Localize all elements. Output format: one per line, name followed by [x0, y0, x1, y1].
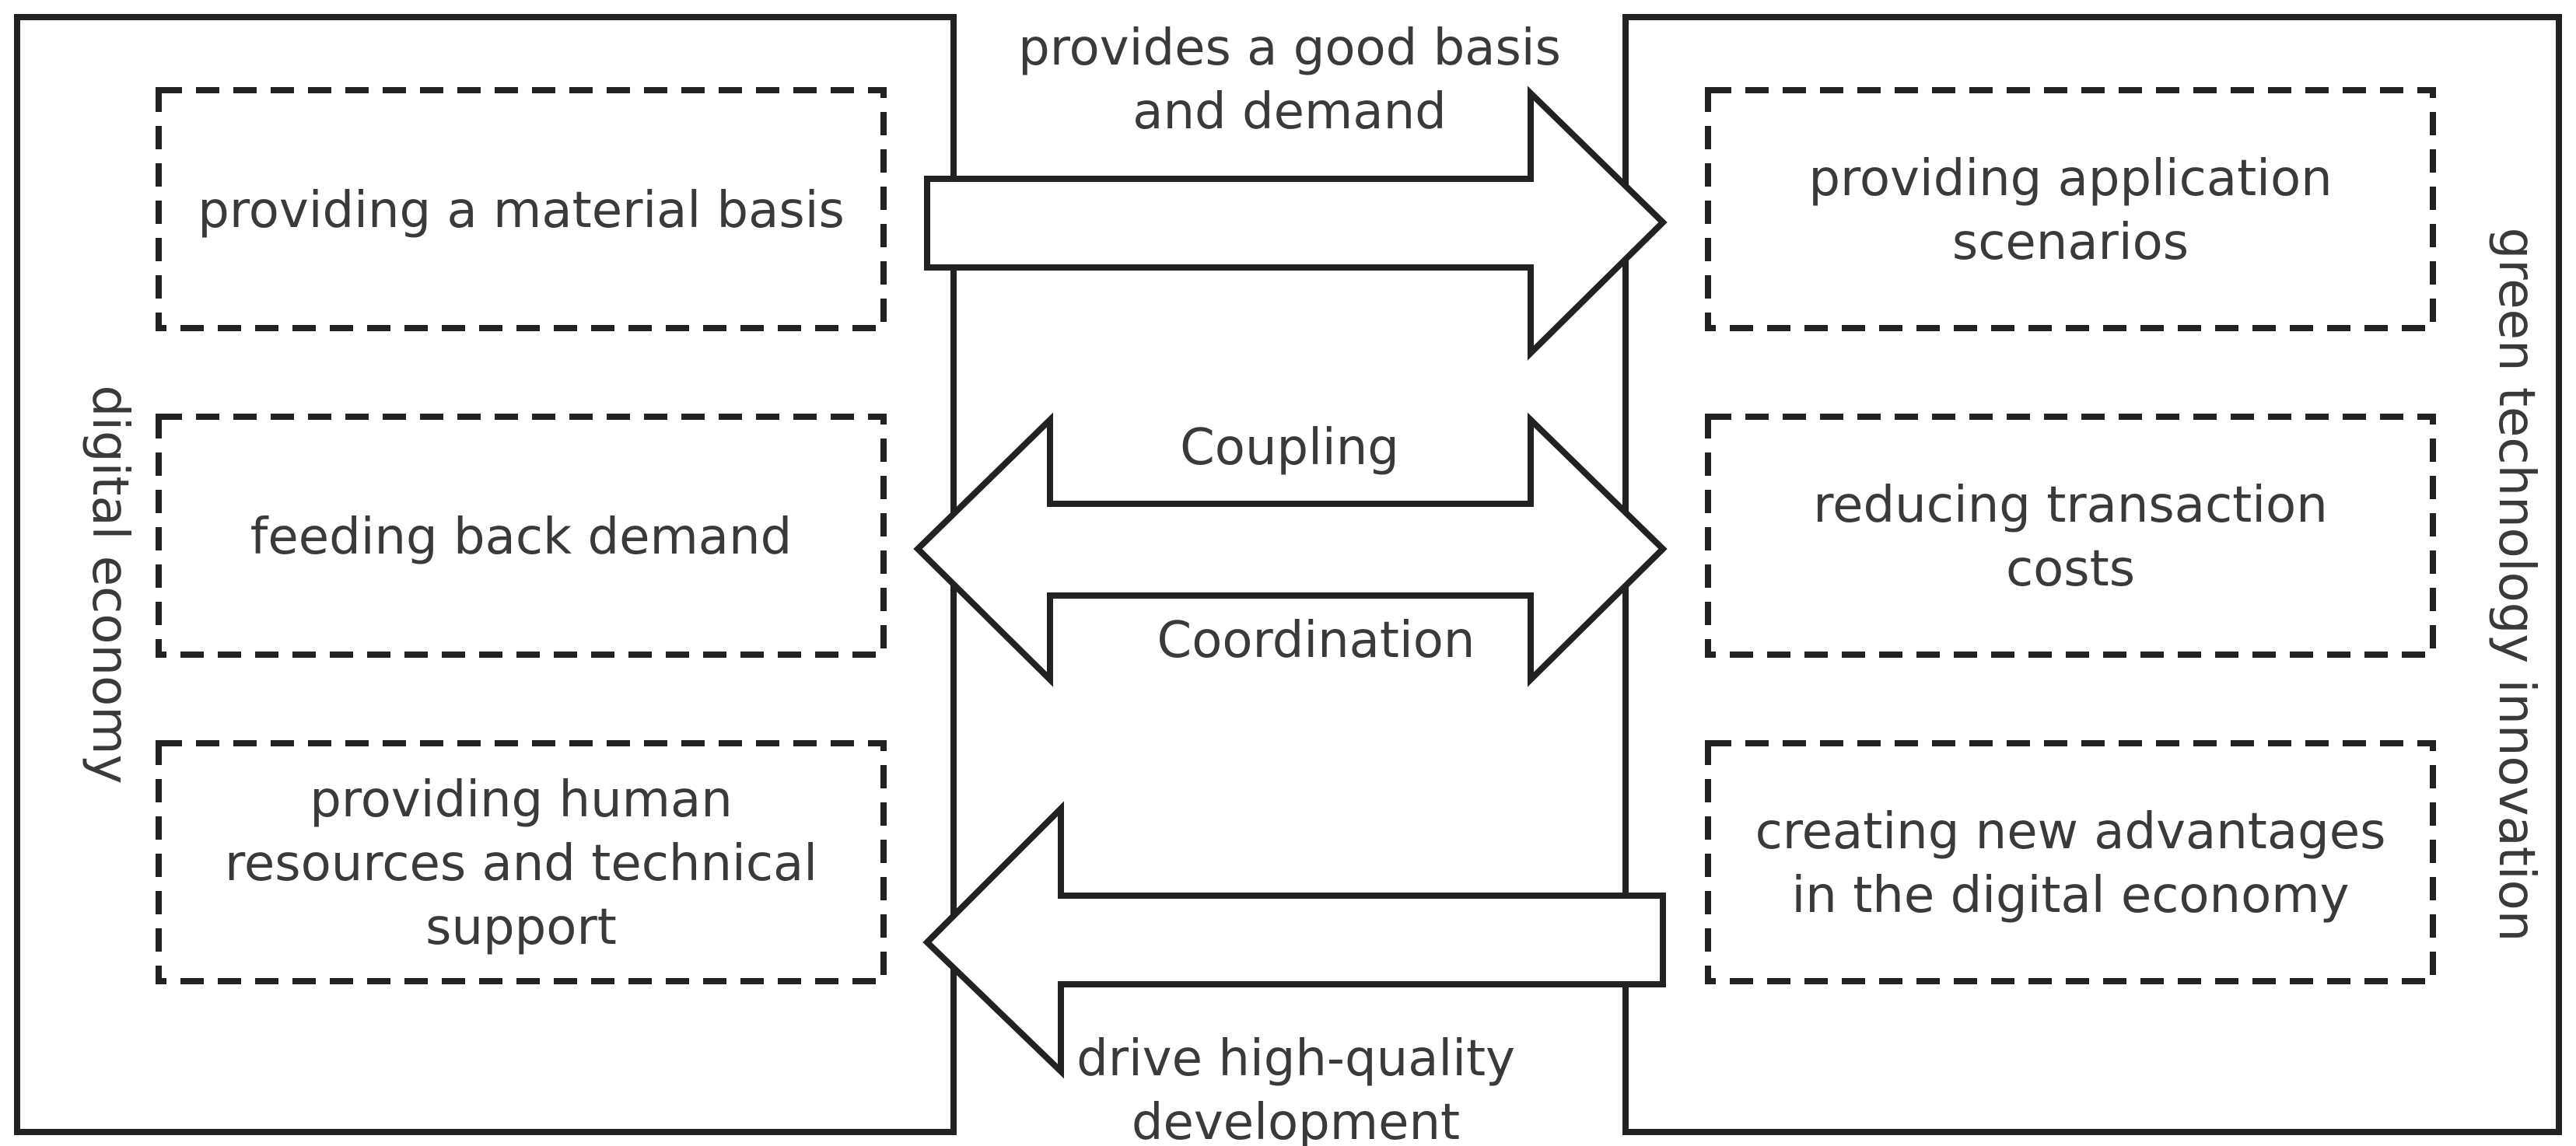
double-arrow	[913, 412, 1668, 687]
green-technology-label: green technology innovation	[2487, 228, 2545, 942]
right-item-box-1	[1705, 87, 2436, 331]
left-item-text-2-line: feeding back demand	[250, 508, 792, 566]
left-item-box-3	[156, 740, 887, 984]
left-item-text-3: providing human resources and technical su…	[225, 771, 817, 956]
bottom-arrow-label-line: drive high-quality	[1076, 1030, 1515, 1088]
right-item-text-3-line: in the digital economy	[1792, 867, 2350, 924]
left-item-box-2	[156, 414, 887, 658]
right-item-text-3-line: creating new advantages	[1755, 803, 2386, 861]
digital-economy-label: digital economy	[81, 386, 138, 784]
right-item-text-3: creating new advantages in the digital ec…	[1755, 803, 2386, 924]
bottom-arrow-label-line: development	[1132, 1094, 1460, 1146]
left-item-text-2: feeding back demand	[250, 508, 792, 566]
right-item-text-2-line: costs	[2006, 540, 2135, 598]
top-arrow-label-line: and demand	[1132, 83, 1447, 141]
right-arrow	[924, 86, 1668, 361]
right-item-box-3	[1705, 740, 2436, 984]
right-item-box-2	[1705, 414, 2436, 658]
right-item-text-1-line: providing application	[1808, 150, 2332, 208]
top-arrow-label: provides a good basis and demand	[1018, 19, 1561, 141]
left-item-text-1-line: providing a material basis	[198, 182, 845, 239]
right-item-text-1: providing application scenarios	[1808, 150, 2332, 271]
coordination-label: Coordination	[1157, 612, 1475, 669]
right-item-text-2-line: reducing transaction	[1813, 477, 2328, 534]
left-item-box-1	[156, 87, 887, 331]
top-arrow-label-line: provides a good basis	[1018, 19, 1561, 77]
left-item-text-3-line: providing human	[310, 771, 733, 829]
left-item-text-1: providing a material basis	[198, 182, 845, 239]
left-item-text-3-line: resources and technical	[225, 835, 817, 893]
bottom-arrow-label: drive high-quality development	[1076, 1030, 1515, 1146]
left-arrow	[922, 801, 1666, 1079]
right-item-text-2: reducing transaction costs	[1813, 477, 2328, 598]
right-item-text-1-line: scenarios	[1952, 214, 2189, 271]
left-item-text-3-line: support	[425, 899, 617, 956]
coupling-label: Coupling	[1180, 419, 1399, 477]
